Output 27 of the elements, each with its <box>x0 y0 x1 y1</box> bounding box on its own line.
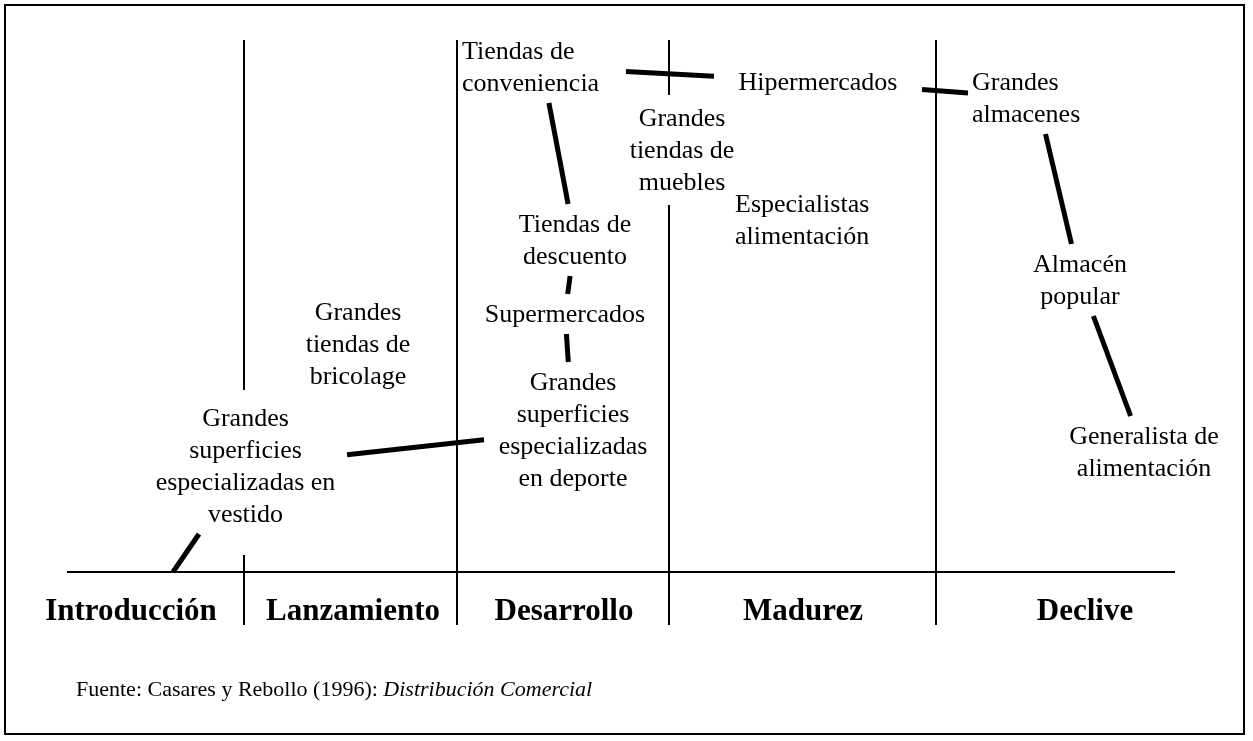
stage-label: Desarrollo <box>493 592 635 628</box>
format-label: Grandes almacenes <box>972 66 1102 130</box>
format-label: Grandes superficies especializadas en vestido <box>148 402 343 530</box>
format-label: Grandes superficies especializadas en deporte <box>488 366 658 494</box>
stage-label: Declive <box>1035 592 1135 628</box>
connector-line <box>921 87 969 96</box>
format-label: Supermercados <box>468 298 662 330</box>
format-label: Generalista de alimentación <box>1038 420 1250 484</box>
connector-line <box>625 69 715 79</box>
connector-line <box>546 102 571 205</box>
connector-line <box>1043 133 1074 245</box>
connector-line <box>563 333 571 363</box>
connector-line <box>565 275 573 295</box>
stage-label: Madurez <box>742 592 864 628</box>
format-label: Tiendas de descuento <box>495 208 655 272</box>
format-label: Grandes tiendas de bricolage <box>304 296 412 392</box>
connector-line <box>1091 315 1133 417</box>
source-caption: Fuente: Casares y Rebollo (1996): Distribución Comercial <box>76 676 593 702</box>
format-label: Especialistas alimentación <box>735 188 871 252</box>
format-label: Grandes tiendas de muebles <box>628 102 735 198</box>
stage-label: Introducción <box>44 592 218 628</box>
connector-line <box>346 437 485 458</box>
format-label: Almacén popular <box>1020 248 1140 312</box>
format-label: Hipermercados <box>718 66 918 98</box>
connector-line <box>170 532 202 574</box>
format-label: Tiendas de conveniencia <box>462 35 622 99</box>
stage-label: Lanzamiento <box>265 592 441 628</box>
